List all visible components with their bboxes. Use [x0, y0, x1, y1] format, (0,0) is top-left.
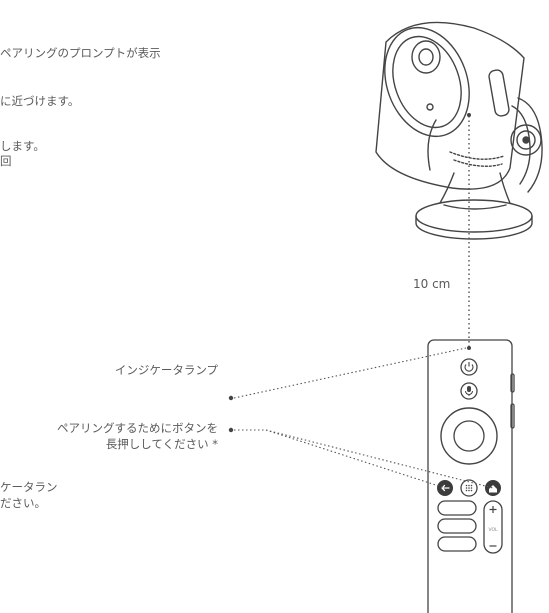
remote-control — [427, 339, 515, 613]
pair-button-label-line-2: 長押ししてください * — [105, 437, 218, 451]
instruction-bottom-line-1: ケータラン — [0, 480, 58, 494]
callout-leaders — [233, 347, 494, 489]
shortcut-button-1[interactable] — [437, 500, 477, 516]
projector-illustration — [375, 21, 543, 240]
distance-label: 10 cm — [413, 277, 451, 291]
instruction-bottom-line-2: ださい。 — [0, 496, 46, 510]
instruction-line-3: します。 — [0, 139, 45, 153]
mic-button[interactable] — [460, 382, 478, 400]
pair-button-label-line-1: ペアリングするためにボタンを — [57, 421, 218, 435]
instruction-line-2: に近づけます。 — [0, 94, 80, 108]
instruction-line-1: ペアリングのプロンプトが表示 — [0, 46, 161, 60]
grid-icon — [465, 484, 473, 492]
home-button[interactable] — [485, 480, 501, 496]
indicator-lamp-label: インジケータランプ — [114, 363, 218, 377]
pair-button-callout-dot — [228, 427, 234, 433]
indicator-lamp-callout-dot — [228, 395, 234, 401]
instruction-line-4: 回 — [0, 154, 12, 168]
shortcut-button-2[interactable] — [437, 518, 477, 534]
dpad-ok-button[interactable] — [453, 420, 485, 452]
indicator-lamp-dot — [467, 346, 471, 350]
power-button[interactable] — [460, 358, 478, 376]
projector-sensor-dot — [467, 113, 471, 117]
shortcut-button-3[interactable] — [437, 536, 477, 552]
vol-label: VOL — [488, 527, 498, 533]
volume-rocker[interactable] — [483, 500, 503, 554]
apps-button[interactable] — [460, 479, 478, 497]
